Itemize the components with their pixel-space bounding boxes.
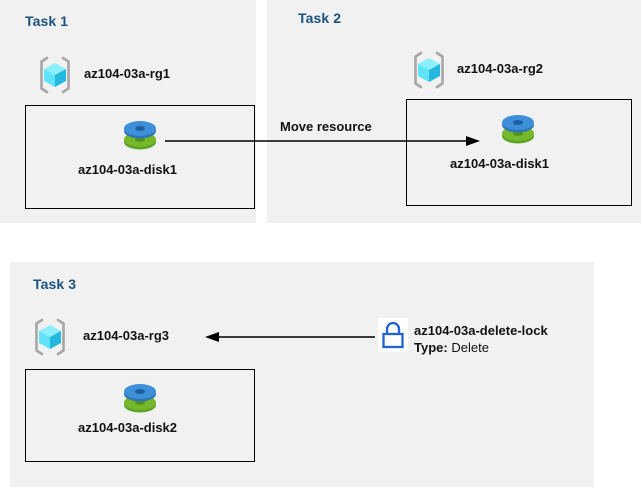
lock-type-value: Delete xyxy=(451,340,489,355)
resource-group-icon xyxy=(35,318,65,356)
lock-type-row: Type: Delete xyxy=(414,340,489,355)
resource-group-boundary-2 xyxy=(406,99,632,206)
resource-group-label-1: az104-03a-rg1 xyxy=(84,66,170,81)
move-resource-arrow xyxy=(165,136,480,146)
resource-group-boundary-1 xyxy=(25,105,255,209)
resource-group-icon xyxy=(40,56,70,94)
managed-disk-icon xyxy=(124,121,156,150)
task-1-title: Task 1 xyxy=(25,13,69,29)
lock-name-label: az104-03a-delete-lock xyxy=(414,323,548,338)
disk-label-task1: az104-03a-disk1 xyxy=(78,162,178,177)
lock-target-arrow xyxy=(205,332,375,342)
managed-disk-icon xyxy=(124,384,156,413)
managed-disk-icon xyxy=(502,115,534,144)
disk-label-task3: az104-03a-disk2 xyxy=(78,420,178,435)
resource-group-label-3: az104-03a-rg3 xyxy=(83,328,169,343)
task-panel-1 xyxy=(0,0,256,223)
move-resource-arrow-label: Move resource xyxy=(280,119,372,134)
task-2-title: Task 2 xyxy=(298,10,342,26)
lock-icon xyxy=(378,318,408,352)
task-panel-3 xyxy=(10,262,594,487)
resource-group-boundary-3 xyxy=(25,369,255,462)
task-panel-2 xyxy=(267,0,641,223)
resource-group-icon xyxy=(414,51,444,89)
resource-group-label-2: az104-03a-rg2 xyxy=(457,61,543,76)
lock-type-key: Type: xyxy=(414,340,448,355)
disk-label-task2: az104-03a-disk1 xyxy=(450,156,550,171)
task-3-title: Task 3 xyxy=(33,276,77,292)
